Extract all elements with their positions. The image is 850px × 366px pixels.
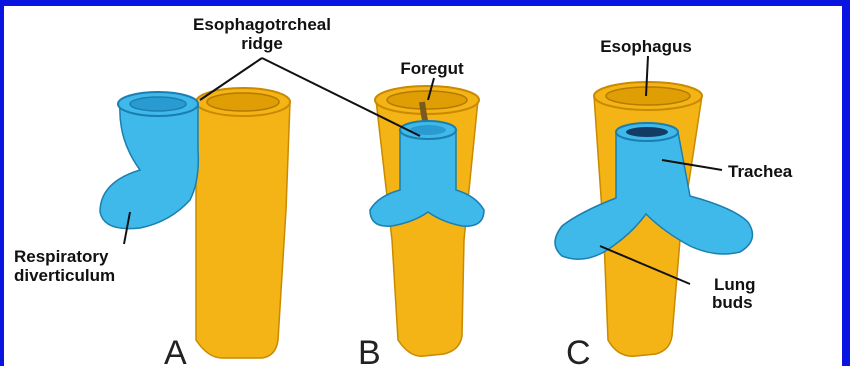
label-esophagus: Esophagus	[600, 37, 692, 56]
stage-b	[370, 86, 484, 356]
label-buds: buds	[712, 293, 753, 312]
label-foregut: Foregut	[400, 59, 464, 78]
esophagus-tube-a	[196, 102, 290, 358]
label-lung: Lung	[714, 275, 756, 294]
panel-letter-c: C	[566, 334, 591, 366]
panel-letter-a: A	[164, 334, 187, 366]
panel-letter-b: B	[358, 334, 381, 366]
label-trachea: Trachea	[728, 162, 793, 181]
stage-c	[555, 82, 753, 356]
label-ridge: ridge	[241, 34, 283, 53]
label-respiratory: Respiratory	[14, 247, 109, 266]
label-esophagotrcheal: Esophagotrcheal	[193, 15, 331, 34]
label-diverticulum: diverticulum	[14, 266, 115, 285]
respiratory-diverticulum-shape	[100, 104, 198, 229]
